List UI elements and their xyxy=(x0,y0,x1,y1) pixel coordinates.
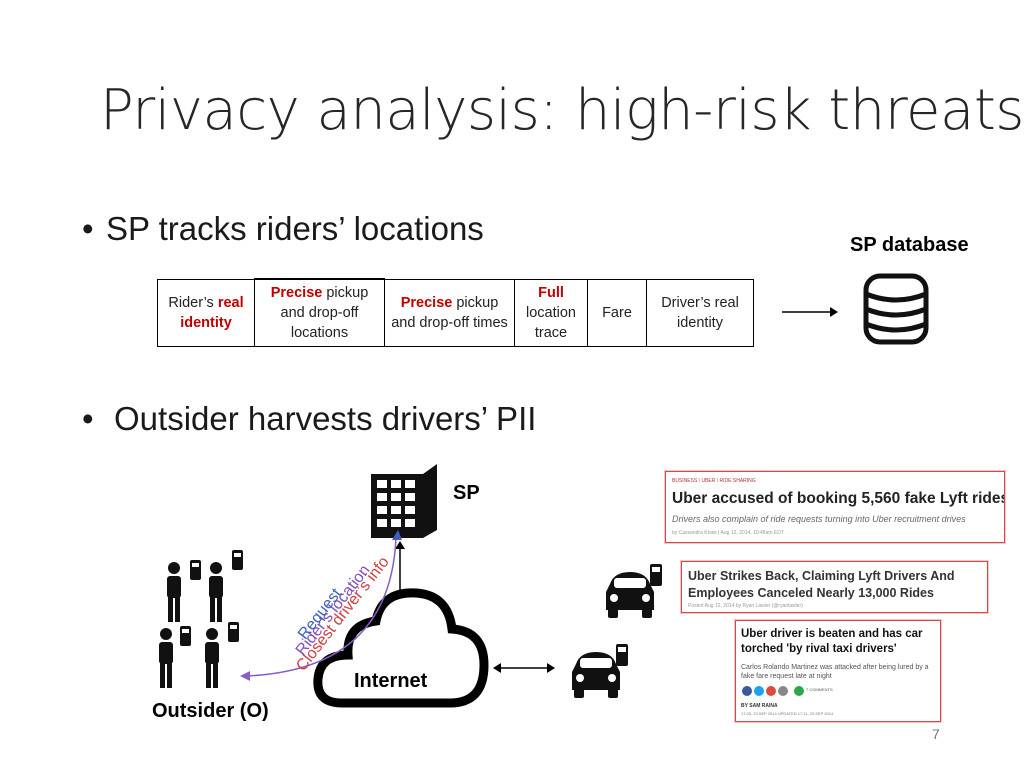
request-curves xyxy=(240,530,402,681)
field-fare: Fare xyxy=(587,278,647,347)
car-icon-2 xyxy=(572,644,628,698)
news-subhead: Drivers also complain of ride requests t… xyxy=(672,514,966,524)
news-comments[interactable]: 7 COMMENTS xyxy=(806,687,833,692)
bullet-sp-tracks: • SP tracks riders’ locations xyxy=(82,210,484,248)
news-clipping-driver-beaten: Uber driver is beaten and has car torche… xyxy=(735,620,941,722)
curve-labels: Closest driver’s info Rider’s location R… xyxy=(293,554,393,675)
sp-label: SP xyxy=(453,482,480,504)
bullet-dot: • xyxy=(82,210,94,247)
database-icon xyxy=(863,273,929,345)
bullet-dot: • xyxy=(82,400,94,437)
field-driver-identity: Driver’s real identity xyxy=(646,278,754,347)
field-location-trace: Full location trace xyxy=(514,278,588,347)
arrow-to-database xyxy=(782,307,838,317)
car-icon-1 xyxy=(606,564,662,618)
internet-label: Internet xyxy=(354,670,428,692)
building-icon xyxy=(371,464,437,538)
news-clipping-lyft-canceled-rides: Uber Strikes Back, Claiming Lyft Drivers… xyxy=(681,561,988,613)
field-pickup-locations: Precise pickup and drop-off locations xyxy=(254,278,385,347)
page-number: 7 xyxy=(932,726,940,742)
news-byline: by Cassandra Khaw | Aug 12, 2014, 10:48a… xyxy=(672,530,784,536)
field-rider-identity: Rider’s real identity xyxy=(157,278,255,347)
news-headline: Uber Strikes Back, Claiming Lyft Drivers… xyxy=(688,569,955,600)
bullet-text: SP tracks riders’ locations xyxy=(106,210,484,247)
internet-cars-arrow xyxy=(493,663,555,673)
ride-record-table: Rider’s real identity Precise pickup and… xyxy=(157,278,754,347)
field-pickup-times: Precise pickup and drop-off times xyxy=(384,278,515,347)
news-headline: Uber driver is beaten and has car torche… xyxy=(741,628,923,655)
cloud-icon xyxy=(313,588,489,708)
news-clipping-lyft-fake-rides: BUSINESS \ UBER \ RIDE SHARING Uber accu… xyxy=(665,471,1005,543)
news-meta: 17:05, 23 SEP 2014 UPDATED 17:11, 23 SEP… xyxy=(741,711,834,716)
news-byline: BY SAM RAINA xyxy=(741,703,778,709)
news-headline: Uber accused of booking 5,560 fake Lyft … xyxy=(672,490,1005,507)
bullet-text: Outsider harvests drivers’ PII xyxy=(114,400,537,437)
bullet-outsider-harvests: • Outsider harvests drivers’ PII xyxy=(82,400,536,438)
news-subhead: Carlos Rolando Martinez was attacked aft… xyxy=(741,664,929,680)
outsider-label: Outsider (O) xyxy=(152,700,269,722)
outsider-group-icon xyxy=(159,550,243,688)
slide-title: Privacy analysis: high-risk threats xyxy=(100,78,1024,143)
share-icons[interactable] xyxy=(741,685,821,697)
news-tabs: BUSINESS \ UBER \ RIDE SHARING xyxy=(672,478,756,484)
database-label: SP database xyxy=(850,234,969,256)
news-byline: Posted Aug 12, 2014 by Ryan Lawler (@rya… xyxy=(688,603,803,609)
